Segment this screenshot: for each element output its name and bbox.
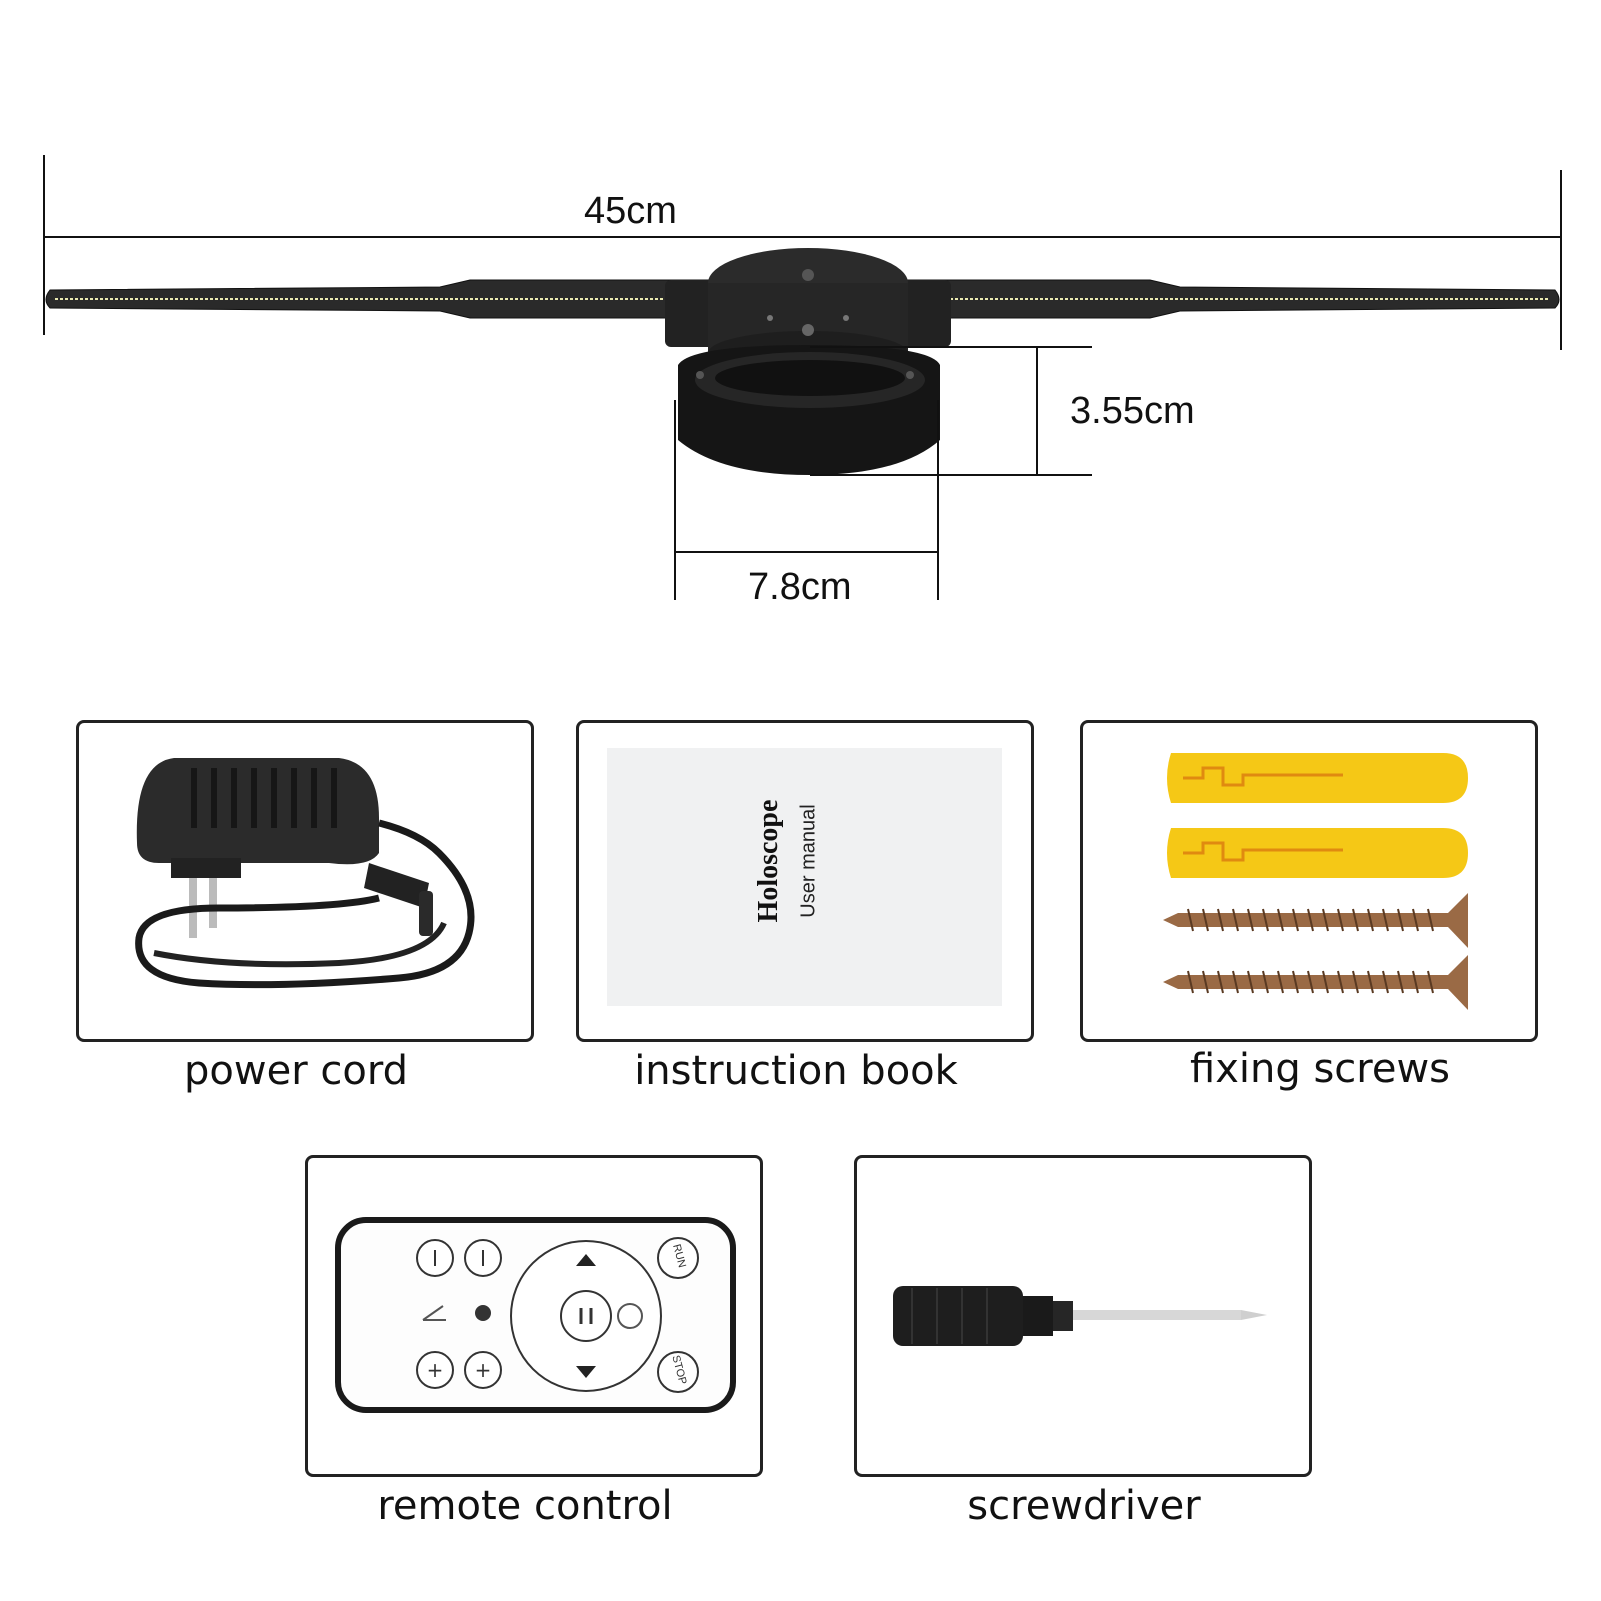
svg-text:+: + (475, 1358, 492, 1382)
width-dimension-label: 45cm (584, 190, 677, 232)
screws-and-anchors-icon (1163, 753, 1468, 1010)
power-cord-card (76, 720, 534, 1042)
manual-title: Holoscope (753, 799, 784, 923)
remote-control-card: + + RUN STOP (305, 1155, 763, 1477)
holographic-fan-diagram (43, 155, 1562, 600)
svg-text:+: + (427, 1358, 444, 1382)
manual-subtitle: User manual (797, 804, 820, 918)
instruction-book-caption: instruction book (634, 1048, 958, 1094)
instruction-book-card: Holoscope User manual (576, 720, 1034, 1042)
height-dimension-label: 3.55cm (1070, 390, 1195, 432)
manual-cover (607, 748, 1002, 1006)
screwdriver-icon (893, 1286, 1267, 1346)
remote-icon: + + (335, 1217, 736, 1413)
remote-control-caption: remote control (377, 1483, 673, 1529)
screwdriver-caption: screwdriver (967, 1483, 1201, 1529)
fixing-screws-caption: fixing screws (1190, 1046, 1450, 1092)
power-cord-caption: power cord (184, 1048, 408, 1094)
screwdriver-card (854, 1155, 1312, 1477)
base-dimension-label: 7.8cm (748, 566, 852, 608)
fixing-screws-card (1080, 720, 1538, 1042)
power-adapter-icon (135, 758, 475, 989)
